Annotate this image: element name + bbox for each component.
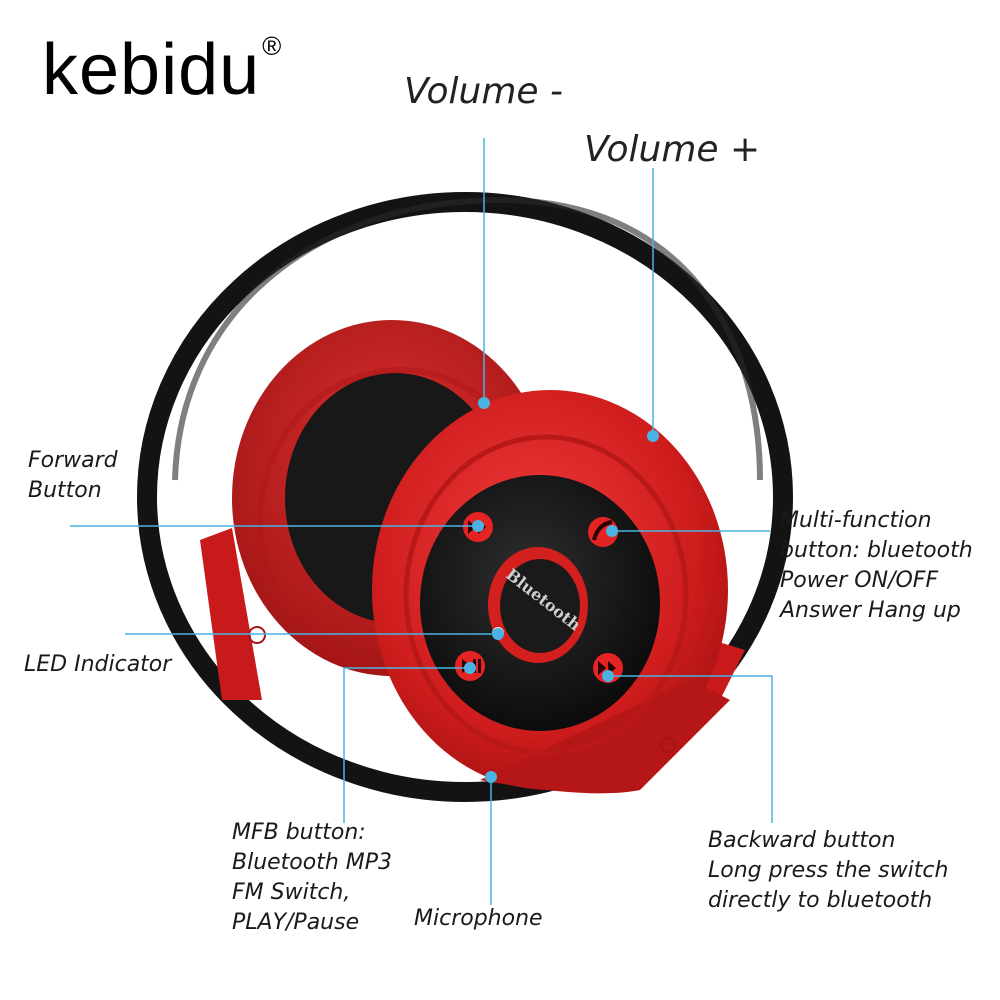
volume-plus-label: Volume +: [584, 129, 761, 170]
callout-line: Bluetooth MP3: [232, 850, 393, 875]
mfb-callout: MFB button: Bluetooth MP3 FM Switch, PLA…: [232, 818, 392, 938]
microphone-callout: Microphone: [414, 906, 543, 931]
callout-line: button: bluetooth: [780, 538, 973, 563]
callout-dots: [464, 397, 659, 783]
callout-line: Button: [28, 478, 102, 503]
callout-line: Multi-function: [780, 508, 932, 533]
neckband: [137, 192, 793, 802]
brand-name: kebidu: [42, 30, 261, 110]
multifunction-button[interactable]: [588, 517, 618, 547]
callout-line: PLAY/Pause: [232, 910, 360, 935]
callout-line: FM Switch,: [232, 880, 351, 905]
multifunction-callout: Multi-function button: bluetooth Power O…: [780, 506, 973, 626]
forward-callout: Forward Button: [28, 446, 118, 506]
callout-line: directly to bluetooth: [708, 888, 933, 913]
callout-line: Long press the switch: [708, 858, 949, 883]
callout-line: MFB button:: [232, 820, 366, 845]
led-callout: LED Indicator: [24, 652, 172, 677]
callout-lines: [70, 138, 773, 905]
registered-mark: ®: [262, 31, 283, 61]
callout-line: Forward: [28, 448, 118, 473]
callout-line: Backward button: [708, 828, 896, 853]
brand-logo: kebidu®: [42, 31, 283, 106]
backward-callout: Backward button Long press the switch di…: [708, 826, 948, 916]
volume-minus-label: Volume -: [404, 71, 564, 112]
callout-line: Power ON/OFF: [780, 568, 939, 593]
callout-line: Answer Hang up: [780, 598, 961, 623]
